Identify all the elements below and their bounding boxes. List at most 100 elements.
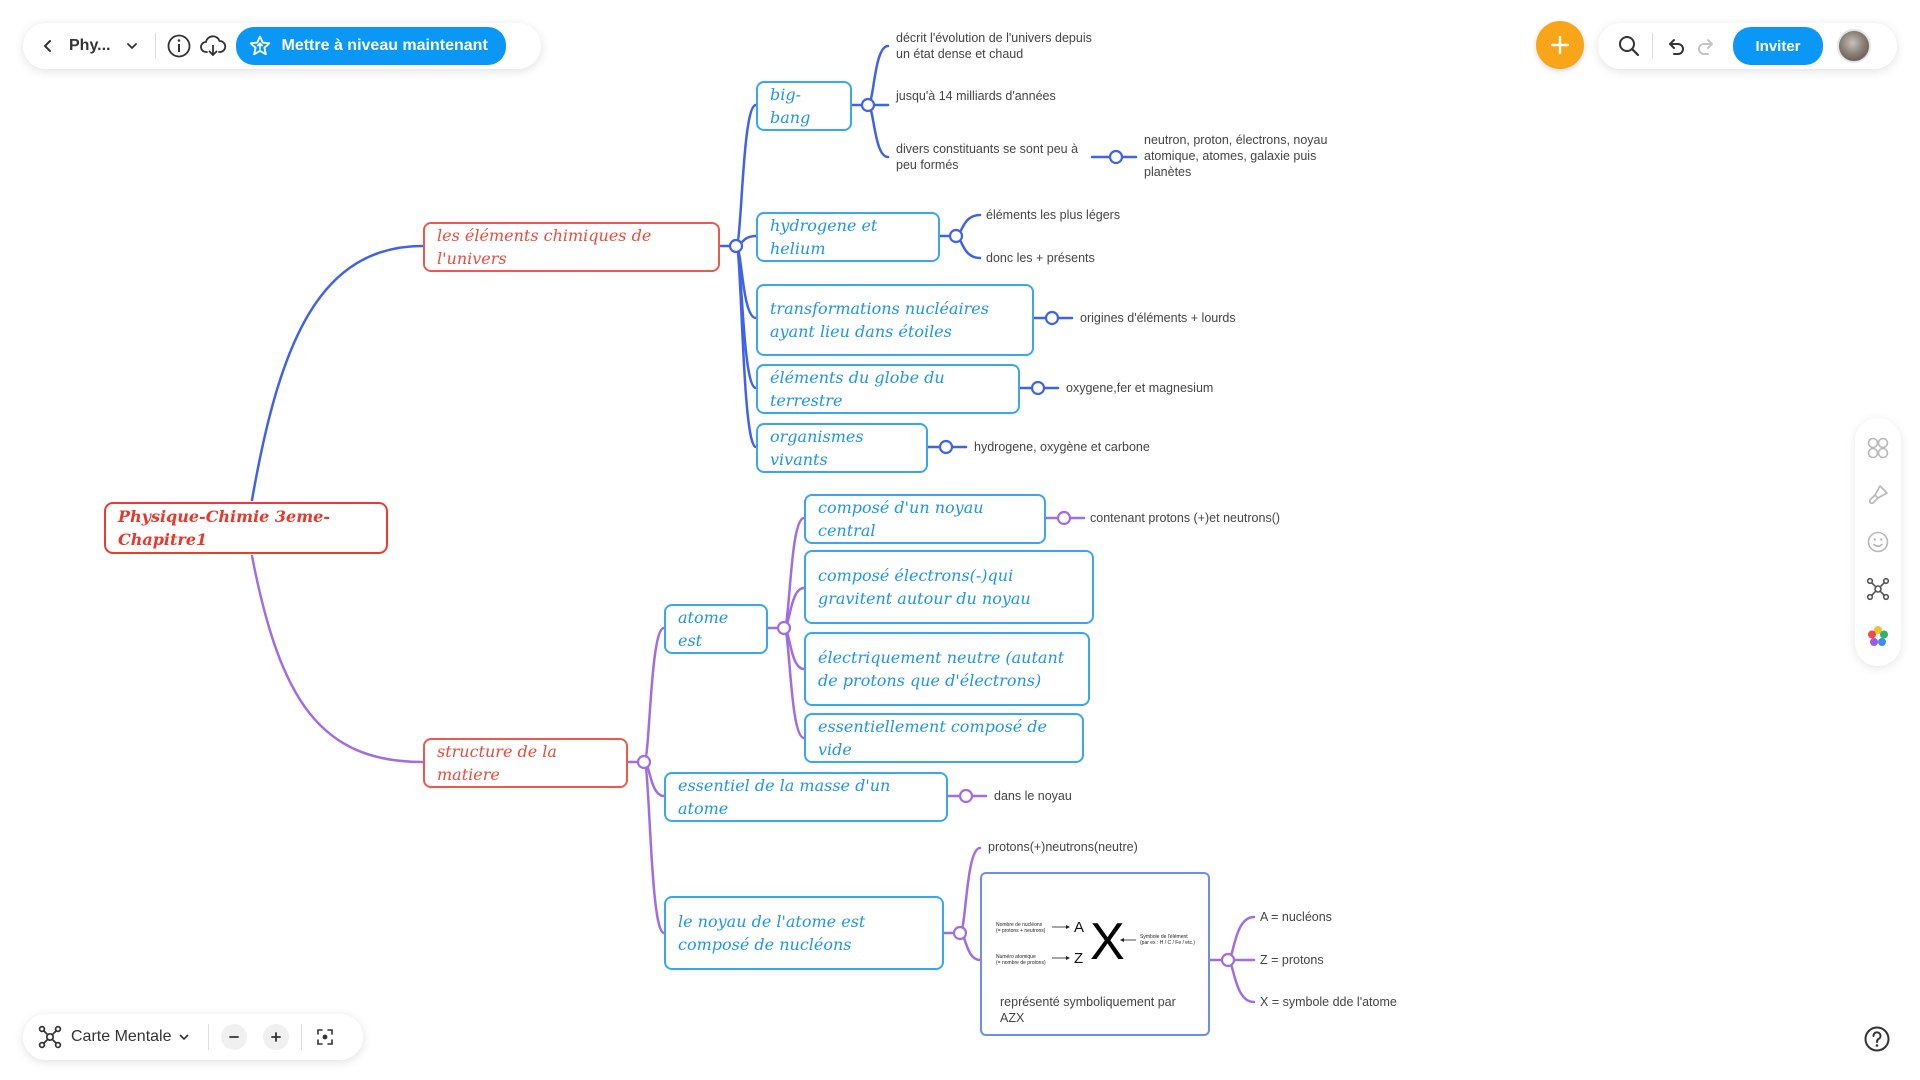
- topic-label: électriquement neutre (autant de protons…: [818, 648, 1065, 690]
- sticker-panel-button[interactable]: [1863, 518, 1893, 565]
- help-button[interactable]: [1860, 1022, 1894, 1056]
- topic-electrons-gravitent[interactable]: composé électrons(-)qui gravitent autour…: [804, 550, 1094, 624]
- topic-atome-est[interactable]: atome est: [664, 604, 768, 654]
- leaf-big-bang-2[interactable]: jusqu'à 14 milliards d'années: [896, 89, 1056, 103]
- topic-noyau-central[interactable]: composé d'un noyau central: [804, 494, 1046, 544]
- leaf-z-protons[interactable]: Z = protons: [1260, 953, 1324, 967]
- root-topic-label: Physique-Chimie 3eme-Chapitre1: [118, 507, 330, 549]
- leaf-a-nucleons[interactable]: A = nucléons: [1260, 910, 1332, 924]
- root-topic[interactable]: Physique-Chimie 3eme-Chapitre1: [104, 502, 388, 554]
- plus-icon: [270, 1032, 281, 1042]
- divider: [207, 1024, 209, 1050]
- fit-screen-icon: [316, 1029, 333, 1045]
- divider: [154, 33, 156, 59]
- minus-icon: [228, 1036, 239, 1038]
- star-upgrade-icon: [249, 35, 270, 56]
- paint-brush-icon: [1869, 484, 1888, 504]
- back-button[interactable]: [33, 29, 63, 63]
- topic-label: atome est: [678, 608, 729, 650]
- info-icon: [167, 34, 190, 58]
- figure-text: Symbole de l'élément: [1140, 934, 1188, 940]
- image-topic-azx[interactable]: Nombre de nucléons (= protons + neutrons…: [980, 872, 1210, 1036]
- style-panel-button[interactable]: [1863, 424, 1893, 471]
- smiley-icon: [1867, 531, 1889, 552]
- topic-label: structure de la matiere: [437, 742, 557, 784]
- mindmap-layout-icon: [38, 1025, 62, 1049]
- info-button[interactable]: [164, 29, 194, 63]
- leaf-globe[interactable]: oxygene,fer et magnesium: [1066, 381, 1214, 395]
- topic-label: composé d'un noyau central: [818, 498, 984, 540]
- arrow-icon: [1052, 925, 1136, 960]
- redo-icon: [1698, 39, 1713, 55]
- cloud-download-icon: [199, 35, 226, 57]
- topic-label: hydrogene et helium: [770, 216, 878, 258]
- topic-label: essentiel de la masse d'un atome: [678, 776, 891, 818]
- fit-to-screen-button[interactable]: [310, 1020, 340, 1054]
- cloud-sync-button[interactable]: [198, 29, 228, 63]
- upgrade-button[interactable]: Mettre à niveau maintenant: [235, 27, 506, 65]
- topic-noyau-nucleons[interactable]: le noyau de l'atome est composé de nuclé…: [664, 896, 944, 970]
- topic-label: organismes vivants: [770, 427, 864, 469]
- undo-icon: [1669, 39, 1684, 55]
- leaf-noyau-central[interactable]: contenant protons (+)et neutrons(): [1090, 511, 1281, 525]
- add-button[interactable]: [1536, 21, 1584, 69]
- leaf-transformations[interactable]: origines d'éléments + lourds: [1080, 311, 1236, 325]
- format-panel-button[interactable]: [1863, 471, 1893, 518]
- document-title[interactable]: Phy...: [69, 37, 111, 54]
- leaf-organismes[interactable]: hydrogene, oxygène et carbone: [974, 440, 1150, 454]
- topic-compose-de-vide[interactable]: essentiellement composé de vide: [804, 713, 1084, 763]
- chevron-left-icon: [44, 40, 51, 52]
- leaf-big-bang-1[interactable]: décrit l'évolution de l'univers depuis u…: [896, 31, 1092, 61]
- leaf-big-bang-3[interactable]: divers constituants se sont peu à peu fo…: [896, 142, 1079, 172]
- topic-elements-chimiques[interactable]: les éléments chimiques de l'univers: [423, 222, 720, 272]
- topic-label: big-bang: [770, 85, 811, 127]
- topic-big-bang[interactable]: big-bang: [756, 81, 852, 131]
- topic-label: les éléments chimiques de l'univers: [437, 226, 652, 268]
- divider: [1652, 33, 1653, 59]
- leaf-big-bang-sub[interactable]: neutron, proton, électrons, noyau atomiq…: [1144, 133, 1328, 179]
- layout-label: Carte Mentale: [71, 1028, 172, 1045]
- help-icon: [1864, 1026, 1890, 1052]
- top-right-toolbar: Inviter: [1598, 23, 1897, 69]
- invite-button[interactable]: Inviter: [1733, 27, 1823, 65]
- leaf-masse[interactable]: dans le noyau: [994, 789, 1072, 803]
- figure-text: (= protons + neutrons): [996, 928, 1046, 934]
- title-dropdown-button[interactable]: [117, 29, 147, 63]
- topic-electriquement-neutre[interactable]: électriquement neutre (autant de protons…: [804, 632, 1090, 706]
- grid-circles-icon: [1867, 437, 1889, 458]
- search-button[interactable]: [1614, 29, 1644, 63]
- topic-label: transformations nucléaires ayant lieu da…: [770, 299, 989, 341]
- structure-panel-button[interactable]: [1863, 565, 1893, 612]
- theme-panel-button[interactable]: [1863, 612, 1893, 659]
- topic-masse-atome[interactable]: essentiel de la masse d'un atome: [664, 772, 948, 822]
- topic-organismes-vivants[interactable]: organismes vivants: [756, 423, 928, 473]
- figure-text: (= nombre de protons): [996, 960, 1046, 966]
- topic-hydrogene-helium[interactable]: hydrogene et helium: [756, 212, 940, 262]
- plus-icon: [1550, 35, 1570, 55]
- redo-button[interactable]: [1691, 29, 1721, 63]
- leaf-hydrogene-1[interactable]: éléments les plus légers: [986, 208, 1121, 222]
- topic-label: composé électrons(-)qui gravitent autour…: [818, 566, 1031, 608]
- top-left-toolbar: Phy... Mettre à niveau maintenant: [23, 23, 541, 69]
- figure-text: (par ex : H / C / Fe / etc.): [1140, 940, 1196, 946]
- avatar[interactable]: [1837, 29, 1871, 63]
- undo-button[interactable]: [1661, 29, 1691, 63]
- topic-transformations-nucleaires[interactable]: transformations nucléaires ayant lieu da…: [756, 284, 1034, 356]
- topic-structure-matiere[interactable]: structure de la matiere: [423, 738, 628, 788]
- figure-text: Nombre de nucléons: [996, 922, 1043, 928]
- divider: [300, 1024, 302, 1050]
- leaf-hydrogene-2[interactable]: donc les + présents: [986, 251, 1095, 265]
- chevron-down-icon: [126, 43, 137, 50]
- layout-switcher[interactable]: Carte Mentale: [37, 1020, 190, 1054]
- zoom-out-button[interactable]: [220, 1024, 247, 1050]
- image-caption: représenté symboliquement par AZX: [1000, 995, 1176, 1025]
- topic-globe-terrestre[interactable]: éléments du globe du terrestre: [756, 364, 1020, 414]
- zoom-in-button[interactable]: [262, 1024, 289, 1050]
- azx-a: A: [1074, 919, 1085, 936]
- bottom-left-toolbar: Carte Mentale: [23, 1014, 363, 1060]
- leaf-x-symbole[interactable]: X = symbole dde l'atome: [1260, 995, 1397, 1009]
- leaf-protons-neutrons[interactable]: protons(+)neutrons(neutre): [988, 840, 1138, 854]
- topic-label: le noyau de l'atome est composé de nuclé…: [678, 912, 866, 954]
